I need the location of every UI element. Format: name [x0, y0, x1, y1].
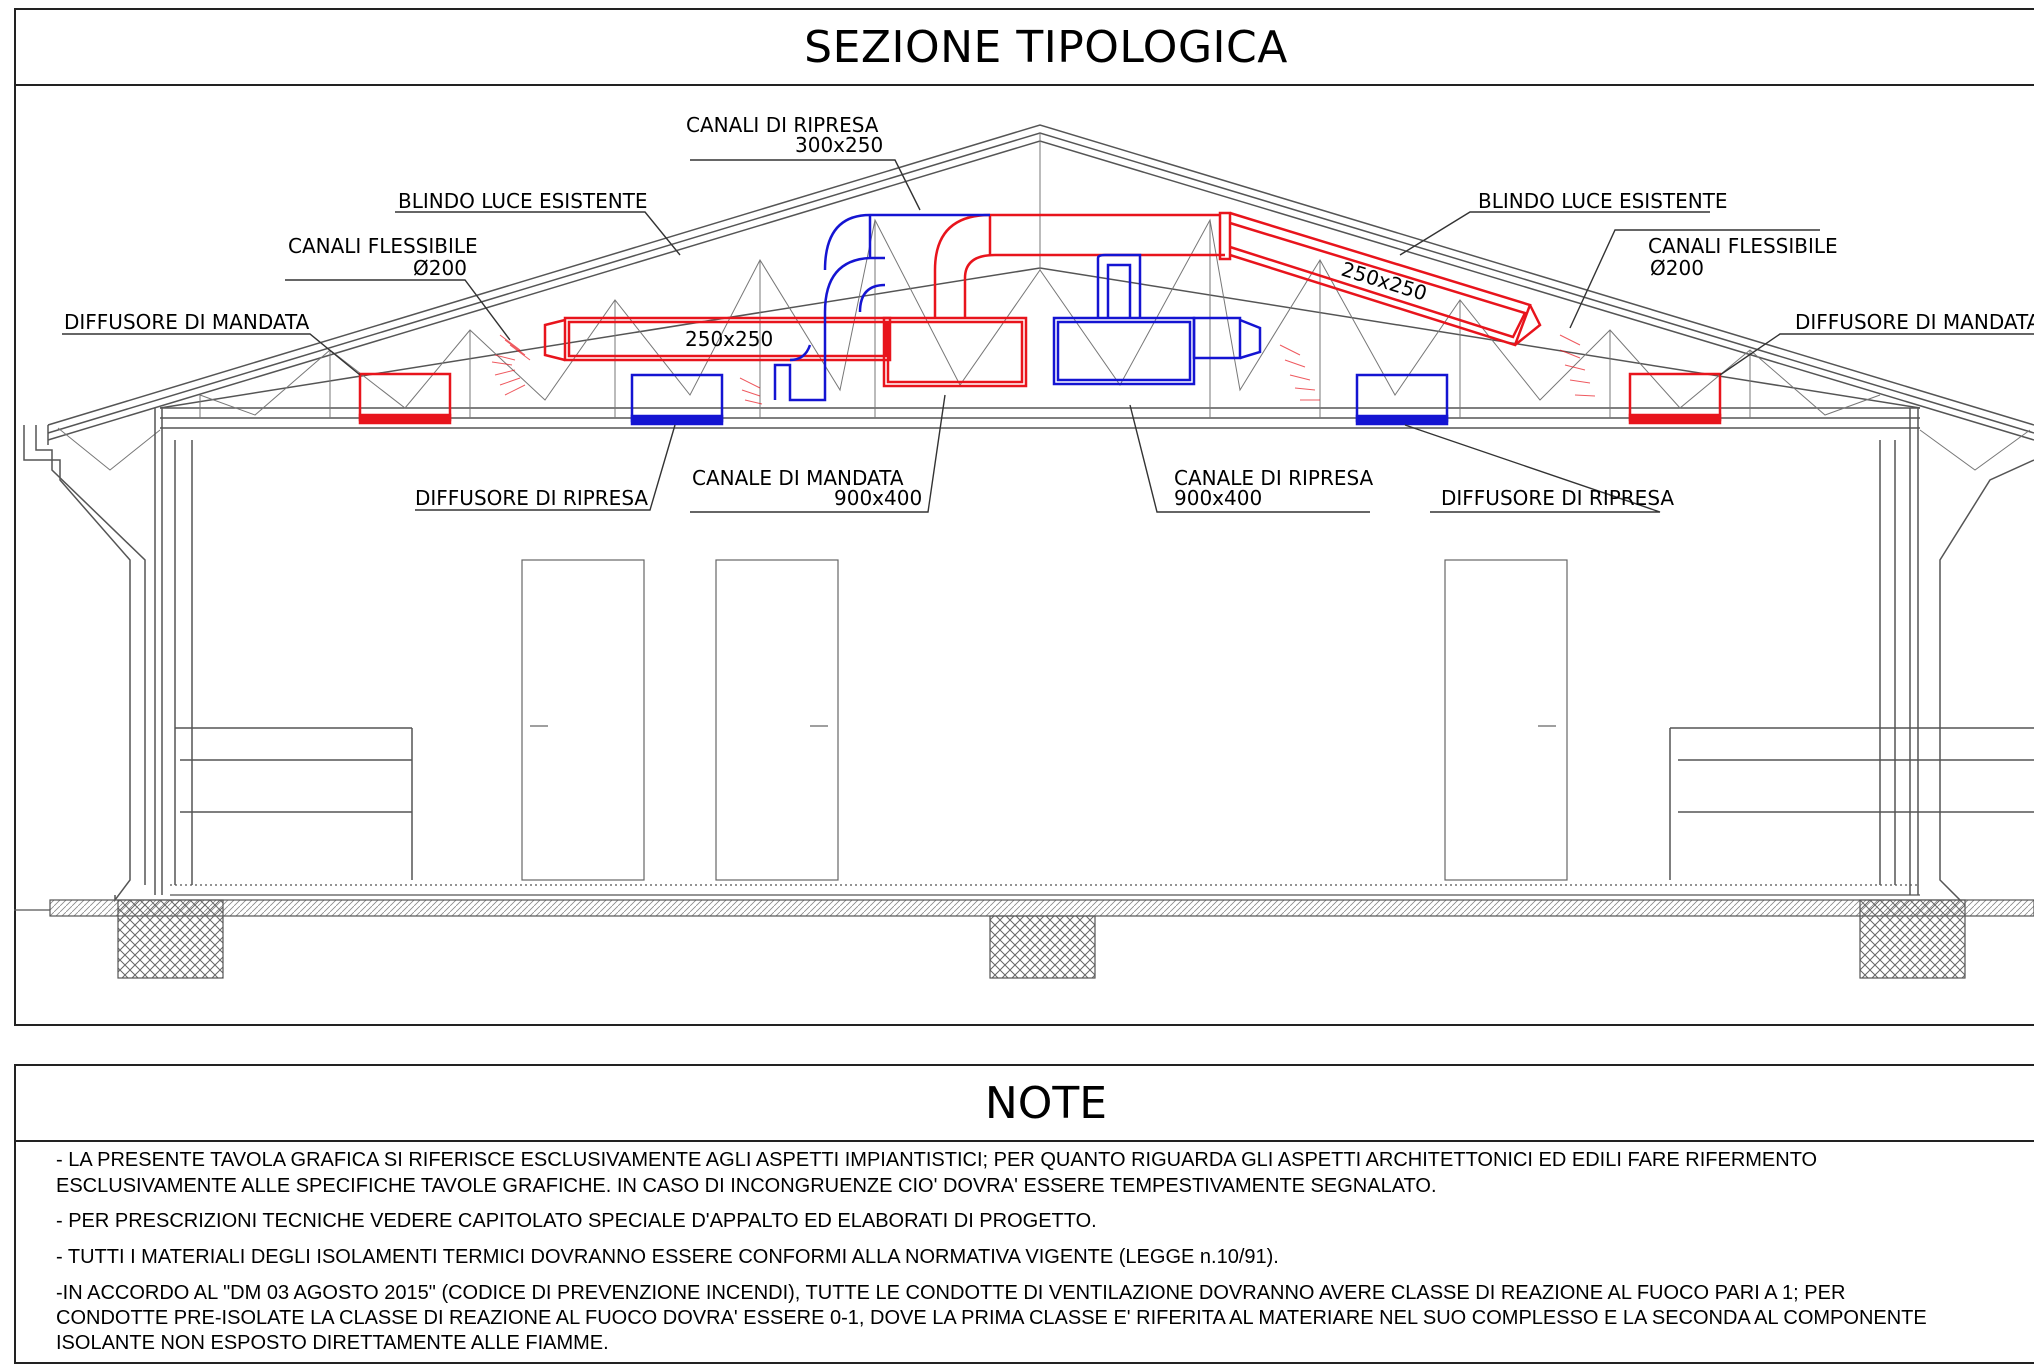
label-diffusore-mandata-left: DIFFUSORE DI MANDATA	[64, 310, 310, 334]
notes-frame: NOTE - LA PRESENTE TAVOLA GRAFICA SI RIF…	[14, 1064, 2034, 1364]
label-diffusore-ripresa-right: DIFFUSORE DI RIPRESA	[1441, 486, 1674, 510]
label-canale-ripresa: CANALE DI RIPRESA	[1174, 466, 1374, 490]
label-duct-right-size: 250x250	[1339, 257, 1430, 306]
note-line: -IN ACCORDO AL "DM 03 AGOSTO 2015" (CODI…	[56, 1282, 1846, 1304]
note-line: - TUTTI I MATERIALI DEGLI ISOLAMENTI TER…	[56, 1246, 1279, 1268]
label-blindo-left: BLINDO LUCE ESISTENTE	[398, 189, 648, 213]
label-canale-ripresa-size: 900x400	[1174, 486, 1262, 510]
doors	[521, 559, 1568, 881]
notes-title: NOTE	[984, 1078, 1108, 1129]
roof	[47, 124, 2034, 445]
label-diffusore-mandata-right: DIFFUSORE DI MANDATA	[1795, 310, 2034, 334]
label-canali-ripresa-top: CANALI DI RIPRESA	[686, 113, 879, 137]
notes-title-bar: NOTE	[16, 1066, 2034, 1142]
walls	[23, 408, 2034, 903]
leader-lines	[62, 159, 2034, 513]
drawing-title: SEZIONE TIPOLOGICA	[804, 22, 1288, 73]
section-frame: SEZIONE TIPOLOGICA	[14, 8, 2034, 1026]
floor	[14, 884, 2034, 979]
label-flessibile-left: CANALI FLESSIBILE	[288, 234, 478, 258]
note-line: ESCLUSIVAMENTE ALLE SPECIFICHE TAVOLE GR…	[56, 1175, 1437, 1197]
note-line: - PER PRESCRIZIONI TECNICHE VEDERE CAPIT…	[56, 1210, 1097, 1232]
title-bar: SEZIONE TIPOLOGICA	[16, 10, 2034, 86]
label-blindo-right: BLINDO LUCE ESISTENTE	[1478, 189, 1728, 213]
label-canale-mandata: CANALE DI MANDATA	[692, 466, 904, 490]
flexible-duct-marks	[491, 334, 1596, 405]
supply-duct-network	[358, 211, 1722, 425]
note-line: CONDOTTE PRE-ISOLATE LA CLASSE DI REAZIO…	[56, 1307, 1927, 1329]
label-canale-mandata-size: 900x400	[834, 486, 922, 510]
truss	[57, 133, 2031, 471]
return-duct-network	[630, 213, 1449, 426]
label-flessibile-right: CANALI FLESSIBILE	[1648, 234, 1838, 258]
label-duct-left-size: 250x250	[685, 327, 773, 351]
label-diffusore-ripresa-left: DIFFUSORE DI RIPRESA	[415, 486, 648, 510]
label-flessibile-right-size: Ø200	[1650, 256, 1704, 280]
label-canali-ripresa-top-size: 300x250	[795, 133, 883, 157]
label-flessibile-left-size: Ø200	[413, 256, 467, 280]
section-drawing: CANALI DI RIPRESA 300x250 BLINDO LUCE ES…	[14, 113, 2034, 979]
note-line: ISOLANTE NON ESPOSTO DIRETTAMENTE ALLE F…	[56, 1332, 609, 1354]
note-line: - LA PRESENTE TAVOLA GRAFICA SI RIFERISC…	[56, 1149, 1818, 1171]
